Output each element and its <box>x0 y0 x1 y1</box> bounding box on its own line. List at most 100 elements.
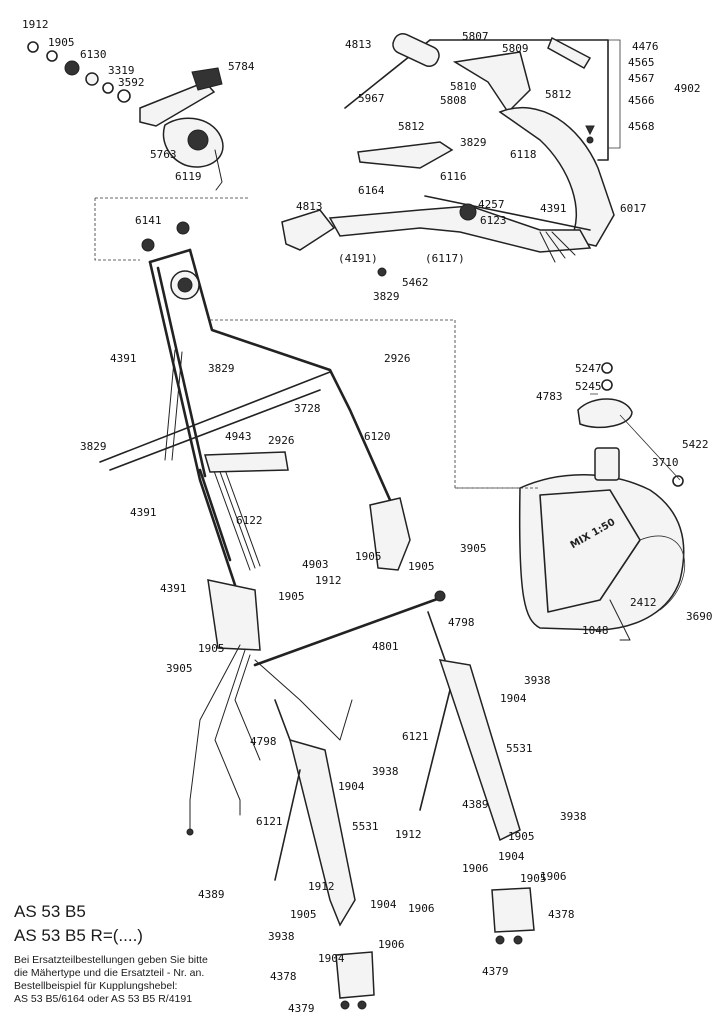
part-label: 3938 <box>372 765 399 778</box>
part-label: 1905 <box>198 642 225 655</box>
part-label: 1904 <box>498 850 525 863</box>
part-label: 6164 <box>358 184 385 197</box>
part-label: 1905 <box>278 590 305 603</box>
part-label: 1905 <box>355 550 382 563</box>
part-label: 3710 <box>652 456 679 469</box>
part-label: 5422 <box>682 438 709 451</box>
part-label: 4567 <box>628 72 655 85</box>
part-label: 4783 <box>536 390 563 403</box>
part-label: 3728 <box>294 402 321 415</box>
part-label: 4378 <box>548 908 575 921</box>
part-label: 1904 <box>318 952 345 965</box>
part-label: 4902 <box>674 82 701 95</box>
part-label: 4379 <box>288 1002 315 1015</box>
part-label: 3938 <box>268 930 295 943</box>
part-label: (4191) <box>338 252 378 265</box>
part-label: 4257 <box>478 198 505 211</box>
part-label: 4391 <box>130 506 157 519</box>
part-label: 1906 <box>408 902 435 915</box>
part-label: 5809 <box>502 42 529 55</box>
part-label: 1912 <box>22 18 49 31</box>
part-label: 5808 <box>440 94 467 107</box>
part-label: 1905 <box>408 560 435 573</box>
part-label: 6121 <box>402 730 429 743</box>
part-label: 4565 <box>628 56 655 69</box>
part-label: 4813 <box>345 38 372 51</box>
part-label: 3690 <box>686 610 713 623</box>
part-label: 4943 <box>225 430 252 443</box>
part-label: 3829 <box>373 290 400 303</box>
part-label: 5784 <box>228 60 255 73</box>
part-label: 6118 <box>510 148 537 161</box>
part-label: 4389 <box>198 888 225 901</box>
fuel-tank: MIX 1:50 <box>518 362 685 641</box>
part-label: 1912 <box>308 880 335 893</box>
part-label: 5531 <box>506 742 533 755</box>
part-label: 1906 <box>378 938 405 951</box>
model-name-1: AS 53 B5 <box>14 902 86 921</box>
main-handle-frame <box>99 221 411 651</box>
part-label: 2926 <box>384 352 411 365</box>
part-label: 3829 <box>460 136 487 149</box>
group-outlines <box>94 39 685 611</box>
part-label: 3829 <box>80 440 107 453</box>
part-label: 6120 <box>364 430 391 443</box>
ordering-note: Bei Ersatzteilbestellungen geben Sie bit… <box>14 954 208 1005</box>
model-info-block: AS 53 B5 AS 53 B5 R=(....) Bei Ersatztei… <box>14 900 314 1006</box>
part-label: 1904 <box>500 692 527 705</box>
part-label: 6141 <box>135 214 162 227</box>
handlebar-top-assembly <box>281 33 615 277</box>
part-label: 1905 <box>520 872 547 885</box>
part-label: 4378 <box>270 970 297 983</box>
part-label: 4566 <box>628 94 655 107</box>
part-label: 6122 <box>236 514 263 527</box>
part-label: 1906 <box>540 870 567 883</box>
part-label: 4391 <box>540 202 567 215</box>
part-label: 3938 <box>560 810 587 823</box>
part-label: 6017 <box>620 202 647 215</box>
part-label: 2926 <box>268 434 295 447</box>
part-label: 5763 <box>150 148 177 161</box>
part-label: 3319 <box>108 64 135 77</box>
part-label: 3938 <box>524 674 551 687</box>
part-label: 6130 <box>80 48 107 61</box>
part-label: 2412 <box>630 596 657 609</box>
part-label: (6117) <box>425 252 465 265</box>
throttle-lever-assembly <box>27 41 224 191</box>
model-name-2: AS 53 B5 R=(....) <box>14 926 143 945</box>
part-label: 1905 <box>48 36 75 49</box>
part-label: 4801 <box>372 640 399 653</box>
part-label: 5462 <box>402 276 429 289</box>
part-label: 1904 <box>338 780 365 793</box>
part-label: 1905 <box>508 830 535 843</box>
part-label: 6116 <box>440 170 467 183</box>
part-label: 5247 <box>575 362 602 375</box>
part-label: 4476 <box>632 40 659 53</box>
part-label: 1912 <box>315 574 342 587</box>
part-label: 5812 <box>398 120 425 133</box>
part-label: 1905 <box>290 908 317 921</box>
lower-struts <box>274 659 535 1010</box>
part-label: 4903 <box>302 558 329 571</box>
part-label: 5810 <box>450 80 477 93</box>
part-label: 5807 <box>462 30 489 43</box>
part-label: 5967 <box>358 92 385 105</box>
part-label: 5531 <box>352 820 379 833</box>
part-label: 5812 <box>545 88 572 101</box>
part-label: 6121 <box>256 815 283 828</box>
part-label: 6119 <box>175 170 202 183</box>
part-label: 3905 <box>166 662 193 675</box>
part-label: 3905 <box>460 542 487 555</box>
part-label: 4568 <box>628 120 655 133</box>
part-label: 4798 <box>448 616 475 629</box>
cables-and-rod <box>186 590 446 836</box>
part-label: 4813 <box>296 200 323 213</box>
part-label: 4391 <box>110 352 137 365</box>
part-label: 1048 <box>582 624 609 637</box>
part-label: 3592 <box>118 76 145 89</box>
part-label: 6123 <box>480 214 507 227</box>
part-label: 3829 <box>208 362 235 375</box>
part-label: 5245 <box>575 380 602 393</box>
